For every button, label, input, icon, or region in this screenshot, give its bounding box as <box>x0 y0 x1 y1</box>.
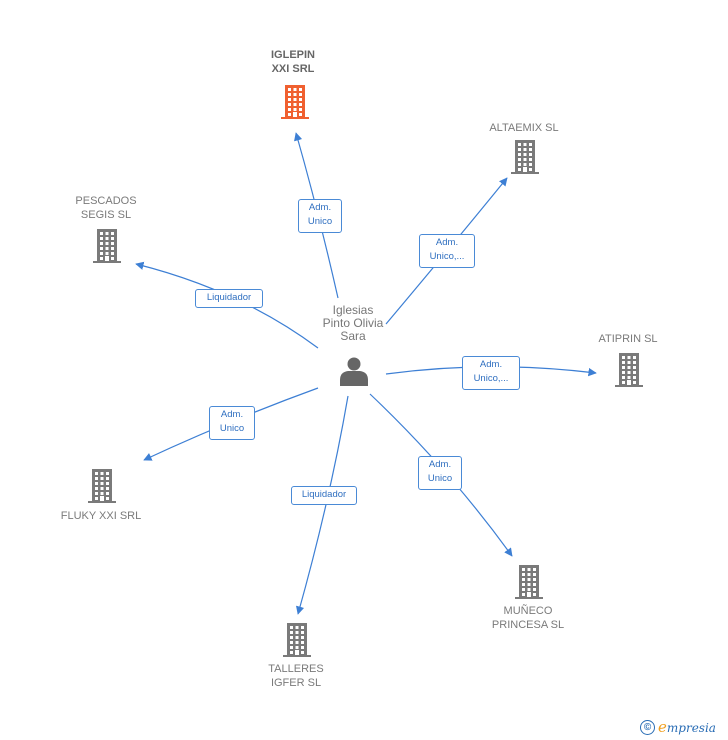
company-name-fluky[interactable]: FLUKY XXI SRL <box>60 510 142 522</box>
company-name-muneco[interactable]: MUÑECO PRINCESA SL <box>491 605 565 631</box>
relation-label-fluky[interactable]: Adm. Unico <box>209 406 255 440</box>
company-name-pescados[interactable]: PESCADOS SEGIS SL <box>75 195 137 221</box>
building-icon-pescados[interactable] <box>93 229 121 263</box>
building-icon-talleres[interactable] <box>283 623 311 657</box>
building-icon-atiprin[interactable] <box>615 353 643 387</box>
relation-label-pescados[interactable]: Liquidador <box>195 289 263 308</box>
company-name-atiprin[interactable]: ATIPRIN SL <box>598 333 658 345</box>
building-icon-muneco[interactable] <box>515 565 543 599</box>
copyright-icon: © <box>640 720 655 735</box>
building-icon-fluky[interactable] <box>88 469 116 503</box>
company-name-iglepin[interactable]: IGLEPIN XXI SRL <box>270 49 315 75</box>
relation-label-altaemix[interactable]: Adm. Unico,... <box>419 234 475 268</box>
brand-logo: empresia <box>658 718 716 736</box>
person-name[interactable]: Iglesias Pinto Olivia Sara <box>322 303 384 343</box>
company-name-talleres[interactable]: TALLERES IGFER SL <box>268 663 324 689</box>
relation-label-talleres[interactable]: Liquidador <box>291 486 357 505</box>
building-icon-altaemix[interactable] <box>511 140 539 174</box>
relation-label-muneco[interactable]: Adm. Unico <box>418 456 462 490</box>
relation-label-atiprin[interactable]: Adm. Unico,... <box>462 356 520 390</box>
edge-talleres <box>295 395 349 615</box>
building-icon-iglepin[interactable] <box>281 85 309 119</box>
person-icon[interactable] <box>340 357 368 387</box>
footer-brand: © empresia <box>638 718 728 740</box>
company-name-altaemix[interactable]: ALTAEMIX SL <box>489 122 559 134</box>
relation-label-iglepin[interactable]: Adm. Unico <box>298 199 342 233</box>
